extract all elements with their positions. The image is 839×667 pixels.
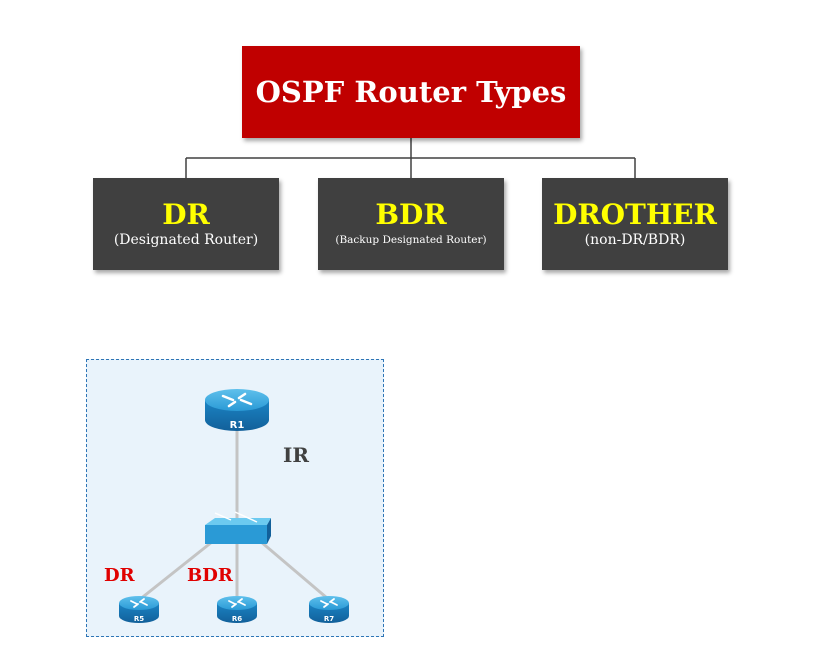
type-desc-bdr: (Backup Designated Router) xyxy=(335,234,487,246)
type-code-bdr: BDR xyxy=(375,198,447,231)
topology-panel: R1 R5 R6 R7 xyxy=(86,359,384,637)
router-icon: R1 xyxy=(205,389,269,431)
router-label-r1: R1 xyxy=(230,420,245,431)
type-desc-drother: (non-DR/BDR) xyxy=(584,232,686,248)
type-code-dr: DR xyxy=(162,198,210,231)
type-node-dr: DR (Designated Router) xyxy=(93,178,279,270)
label-bdr: BDR xyxy=(187,565,233,586)
router-label-r7: R7 xyxy=(324,615,334,623)
label-dr: DR xyxy=(104,565,135,586)
switch-icon xyxy=(205,511,271,544)
router-label-r5: R5 xyxy=(134,615,144,623)
type-desc-dr: (Designated Router) xyxy=(113,232,259,248)
type-node-bdr: BDR (Backup Designated Router) xyxy=(318,178,504,270)
root-title: OSPF Router Types xyxy=(255,75,567,109)
type-code-drother: DROTHER xyxy=(553,198,717,231)
router-icon: R5 xyxy=(119,596,159,623)
router-icon: R7 xyxy=(309,596,349,623)
router-icon: R6 xyxy=(217,596,257,623)
root-node: OSPF Router Types xyxy=(242,46,580,138)
label-ir: IR xyxy=(283,443,309,467)
hierarchy-connectors xyxy=(185,138,636,178)
topology-drawing: R1 R5 R6 R7 xyxy=(119,389,349,623)
router-label-r6: R6 xyxy=(232,615,242,623)
type-node-drother: DROTHER (non-DR/BDR) xyxy=(542,178,728,270)
